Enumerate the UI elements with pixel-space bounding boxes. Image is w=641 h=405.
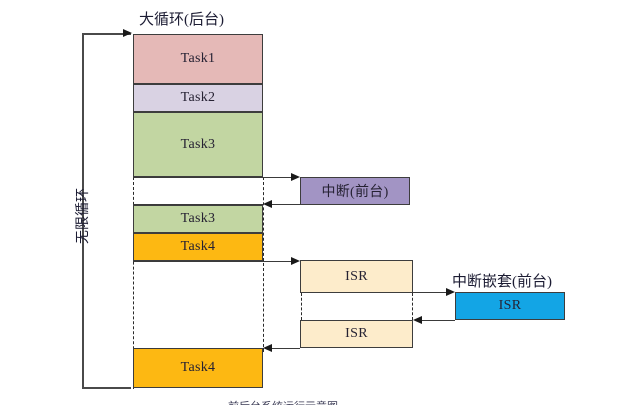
task1-block: Task1 xyxy=(133,34,263,84)
task2-block: Task2 xyxy=(133,84,263,112)
nested-isr-block: ISR xyxy=(455,292,565,320)
interrupt-foreground-block: 中断(前台) xyxy=(300,177,410,205)
isr-suspend-right-guide xyxy=(412,293,413,320)
isr-enter-arrow-line xyxy=(263,261,292,262)
isr-lower-block: ISR xyxy=(300,320,413,348)
task4-second-block: Task4 xyxy=(133,348,263,388)
task-column-right-guide xyxy=(263,177,264,352)
task-suspend-bottom-rule xyxy=(133,204,264,205)
nested-return-arrowhead-icon xyxy=(413,316,422,324)
interrupt-enter-arrowhead-icon xyxy=(291,173,300,181)
isr-enter-arrowhead-icon xyxy=(291,257,300,265)
background-loop-title: 大循环(后台) xyxy=(139,12,224,28)
isr-return-arrowhead-icon xyxy=(263,344,272,352)
nested-enter-arrowhead-icon xyxy=(446,288,455,296)
task-isr-suspend-bottom-rule xyxy=(133,348,264,349)
nested-enter-arrow-line xyxy=(413,292,447,293)
nested-return-arrow-line xyxy=(422,320,455,321)
infinite-loop-arrowhead-icon xyxy=(123,29,132,37)
interrupt-enter-arrow-line xyxy=(263,177,292,178)
task3-second-block: Task3 xyxy=(133,205,263,233)
isr-suspend-left-guide xyxy=(301,293,302,320)
task-suspend-top-rule xyxy=(133,177,264,178)
infinite-loop-bracket xyxy=(82,33,131,389)
nested-interrupt-title: 中断嵌套(前台) xyxy=(452,274,552,290)
task-column-left-guide xyxy=(133,177,134,389)
task3-first-block: Task3 xyxy=(133,112,263,177)
infinite-loop-label: 无限循环 xyxy=(76,188,91,244)
task4-first-block: Task4 xyxy=(133,233,263,261)
interrupt-return-arrowhead-icon xyxy=(263,200,272,208)
isr-upper-block: ISR xyxy=(300,260,413,293)
interrupt-return-arrow-line xyxy=(272,204,300,205)
task-isr-suspend-top-rule xyxy=(133,261,264,262)
bottom-caption: 前后台系统运行示意图 xyxy=(228,398,488,405)
isr-return-arrow-line xyxy=(272,348,300,349)
